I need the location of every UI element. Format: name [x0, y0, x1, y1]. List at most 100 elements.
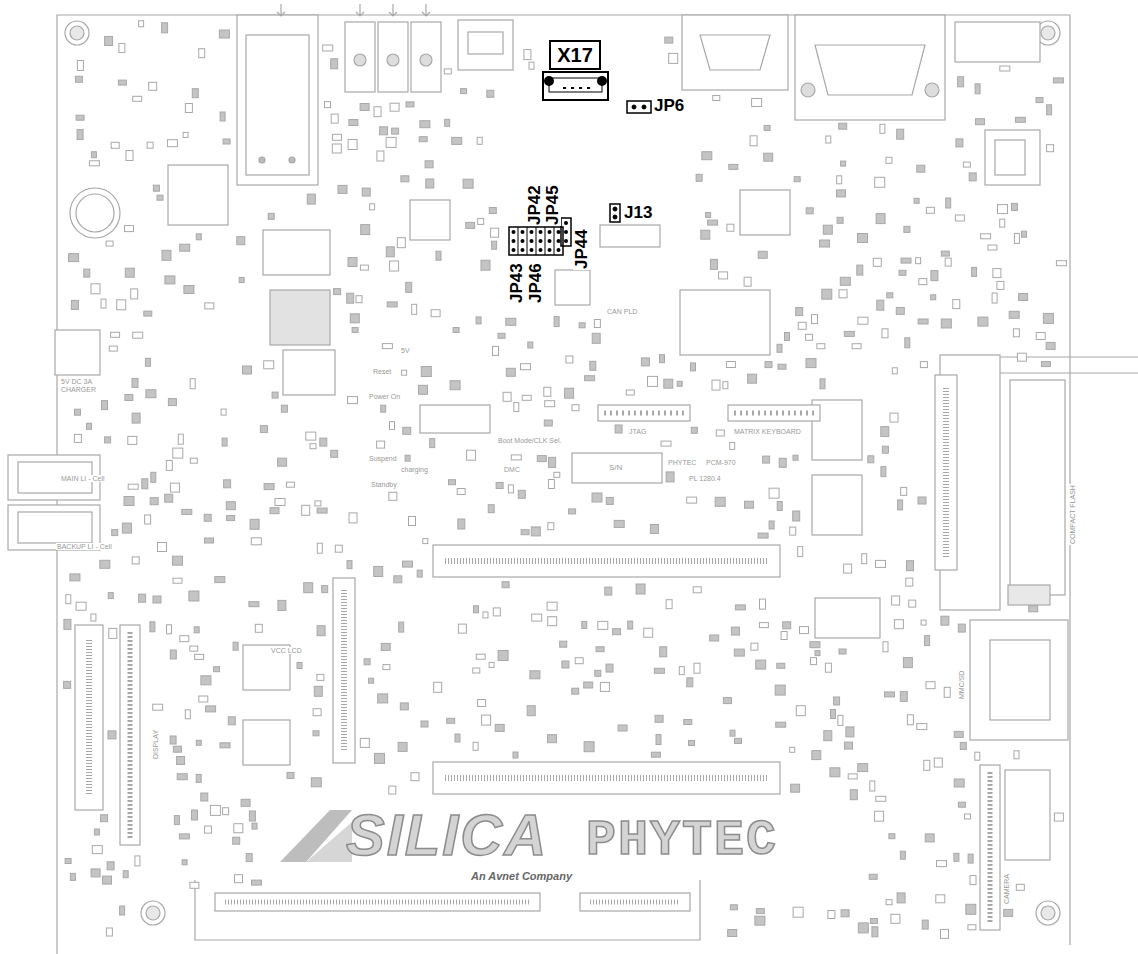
- smd-pad: [66, 595, 71, 604]
- smd-pad: [71, 300, 78, 309]
- smd-pad: [192, 810, 198, 820]
- silkscreen-text: PHYTEC: [667, 459, 697, 466]
- smd-pad: [150, 498, 158, 505]
- board-part: [356, 4, 430, 16]
- smd-pad: [109, 346, 117, 351]
- smd-pad: [572, 688, 579, 694]
- smd-pad: [190, 646, 198, 651]
- smd-pad: [222, 438, 227, 446]
- smd-pad: [677, 381, 682, 386]
- smd-pad: [600, 682, 609, 691]
- smd-pad: [585, 376, 595, 381]
- smd-pad: [726, 362, 735, 368]
- smd-pad: [1004, 909, 1013, 916]
- smd-pad: [167, 140, 177, 147]
- smd-pad: [194, 627, 199, 633]
- smd-pad: [370, 204, 375, 210]
- smd-pad: [759, 623, 768, 628]
- board-part: [610, 204, 620, 222]
- smd-pad: [562, 661, 569, 668]
- smd-pad: [268, 213, 274, 219]
- jumper-pin: [521, 230, 525, 234]
- smd-pad: [264, 484, 274, 490]
- board-part: [283, 350, 335, 395]
- smd-pad: [482, 715, 491, 725]
- smd-pad: [527, 706, 535, 716]
- smd-pad: [592, 493, 602, 502]
- smd-pad: [153, 185, 159, 191]
- smd-pad: [75, 76, 82, 82]
- smd-pad: [249, 602, 259, 607]
- smd-pad: [981, 234, 991, 239]
- smd-pad: [1016, 884, 1024, 890]
- smd-pad: [839, 649, 846, 654]
- smd-pad: [729, 164, 738, 169]
- smd-pad: [777, 663, 785, 668]
- smd-pad: [548, 735, 557, 743]
- smd-pad: [769, 488, 779, 498]
- smd-pad: [958, 77, 964, 87]
- smd-pad: [793, 907, 803, 917]
- smd-pad: [756, 909, 764, 914]
- board-part: [259, 157, 265, 163]
- smd-pad: [618, 725, 627, 731]
- smd-pad: [502, 582, 509, 588]
- smd-pad: [812, 751, 821, 760]
- smd-pad: [252, 823, 257, 829]
- smd-pad: [375, 753, 385, 763]
- smd-pad: [954, 731, 963, 737]
- smd-pad: [481, 260, 490, 270]
- logo-text: SILICA: [345, 806, 549, 864]
- silkscreen-text: charging: [400, 466, 429, 473]
- smd-pad: [530, 671, 540, 679]
- smd-pad: [898, 500, 903, 510]
- smd-pad: [825, 663, 831, 672]
- smd-pad: [730, 730, 735, 736]
- board-part: [943, 388, 949, 557]
- jumper-label: JP6: [653, 97, 685, 114]
- smd-pad: [503, 392, 511, 401]
- smd-pad: [123, 871, 128, 878]
- smd-pad: [347, 561, 352, 569]
- smd-pad: [841, 910, 849, 917]
- smd-pad: [425, 161, 433, 168]
- smd-pad: [975, 84, 980, 94]
- smd-pad: [528, 342, 533, 348]
- smd-pad: [1043, 313, 1053, 323]
- smd-pad: [102, 401, 108, 410]
- smd-pad: [892, 368, 897, 374]
- smd-pad: [177, 757, 185, 765]
- smd-pad: [691, 427, 697, 433]
- smd-pad: [654, 668, 664, 673]
- smd-pad: [304, 583, 313, 593]
- smd-pad: [278, 458, 287, 466]
- smd-pad: [360, 265, 368, 270]
- smd-pad: [477, 137, 482, 144]
- smd-pad: [444, 69, 451, 74]
- smd-pad: [108, 593, 113, 599]
- smd-pad: [412, 304, 417, 314]
- jumper-pin: [539, 239, 543, 243]
- smd-pad: [812, 315, 818, 324]
- smd-pad: [473, 742, 478, 750]
- board-part: [600, 225, 660, 247]
- smd-pad: [872, 927, 878, 937]
- smd-pad: [905, 338, 910, 348]
- smd-pad: [380, 127, 388, 135]
- smd-pad: [106, 928, 112, 936]
- smd-pad: [335, 545, 342, 552]
- smd-pad: [506, 368, 515, 376]
- smd-pad: [958, 624, 965, 632]
- smd-pad: [75, 409, 81, 415]
- board-part: [420, 405, 490, 433]
- smd-pad: [925, 834, 934, 842]
- smd-pad: [234, 824, 243, 833]
- smd-pad: [765, 362, 772, 368]
- board-part: [120, 625, 140, 845]
- board-part: [445, 558, 768, 564]
- smd-pad: [227, 516, 235, 521]
- smd-pad: [278, 600, 286, 610]
- smd-pad: [157, 195, 163, 200]
